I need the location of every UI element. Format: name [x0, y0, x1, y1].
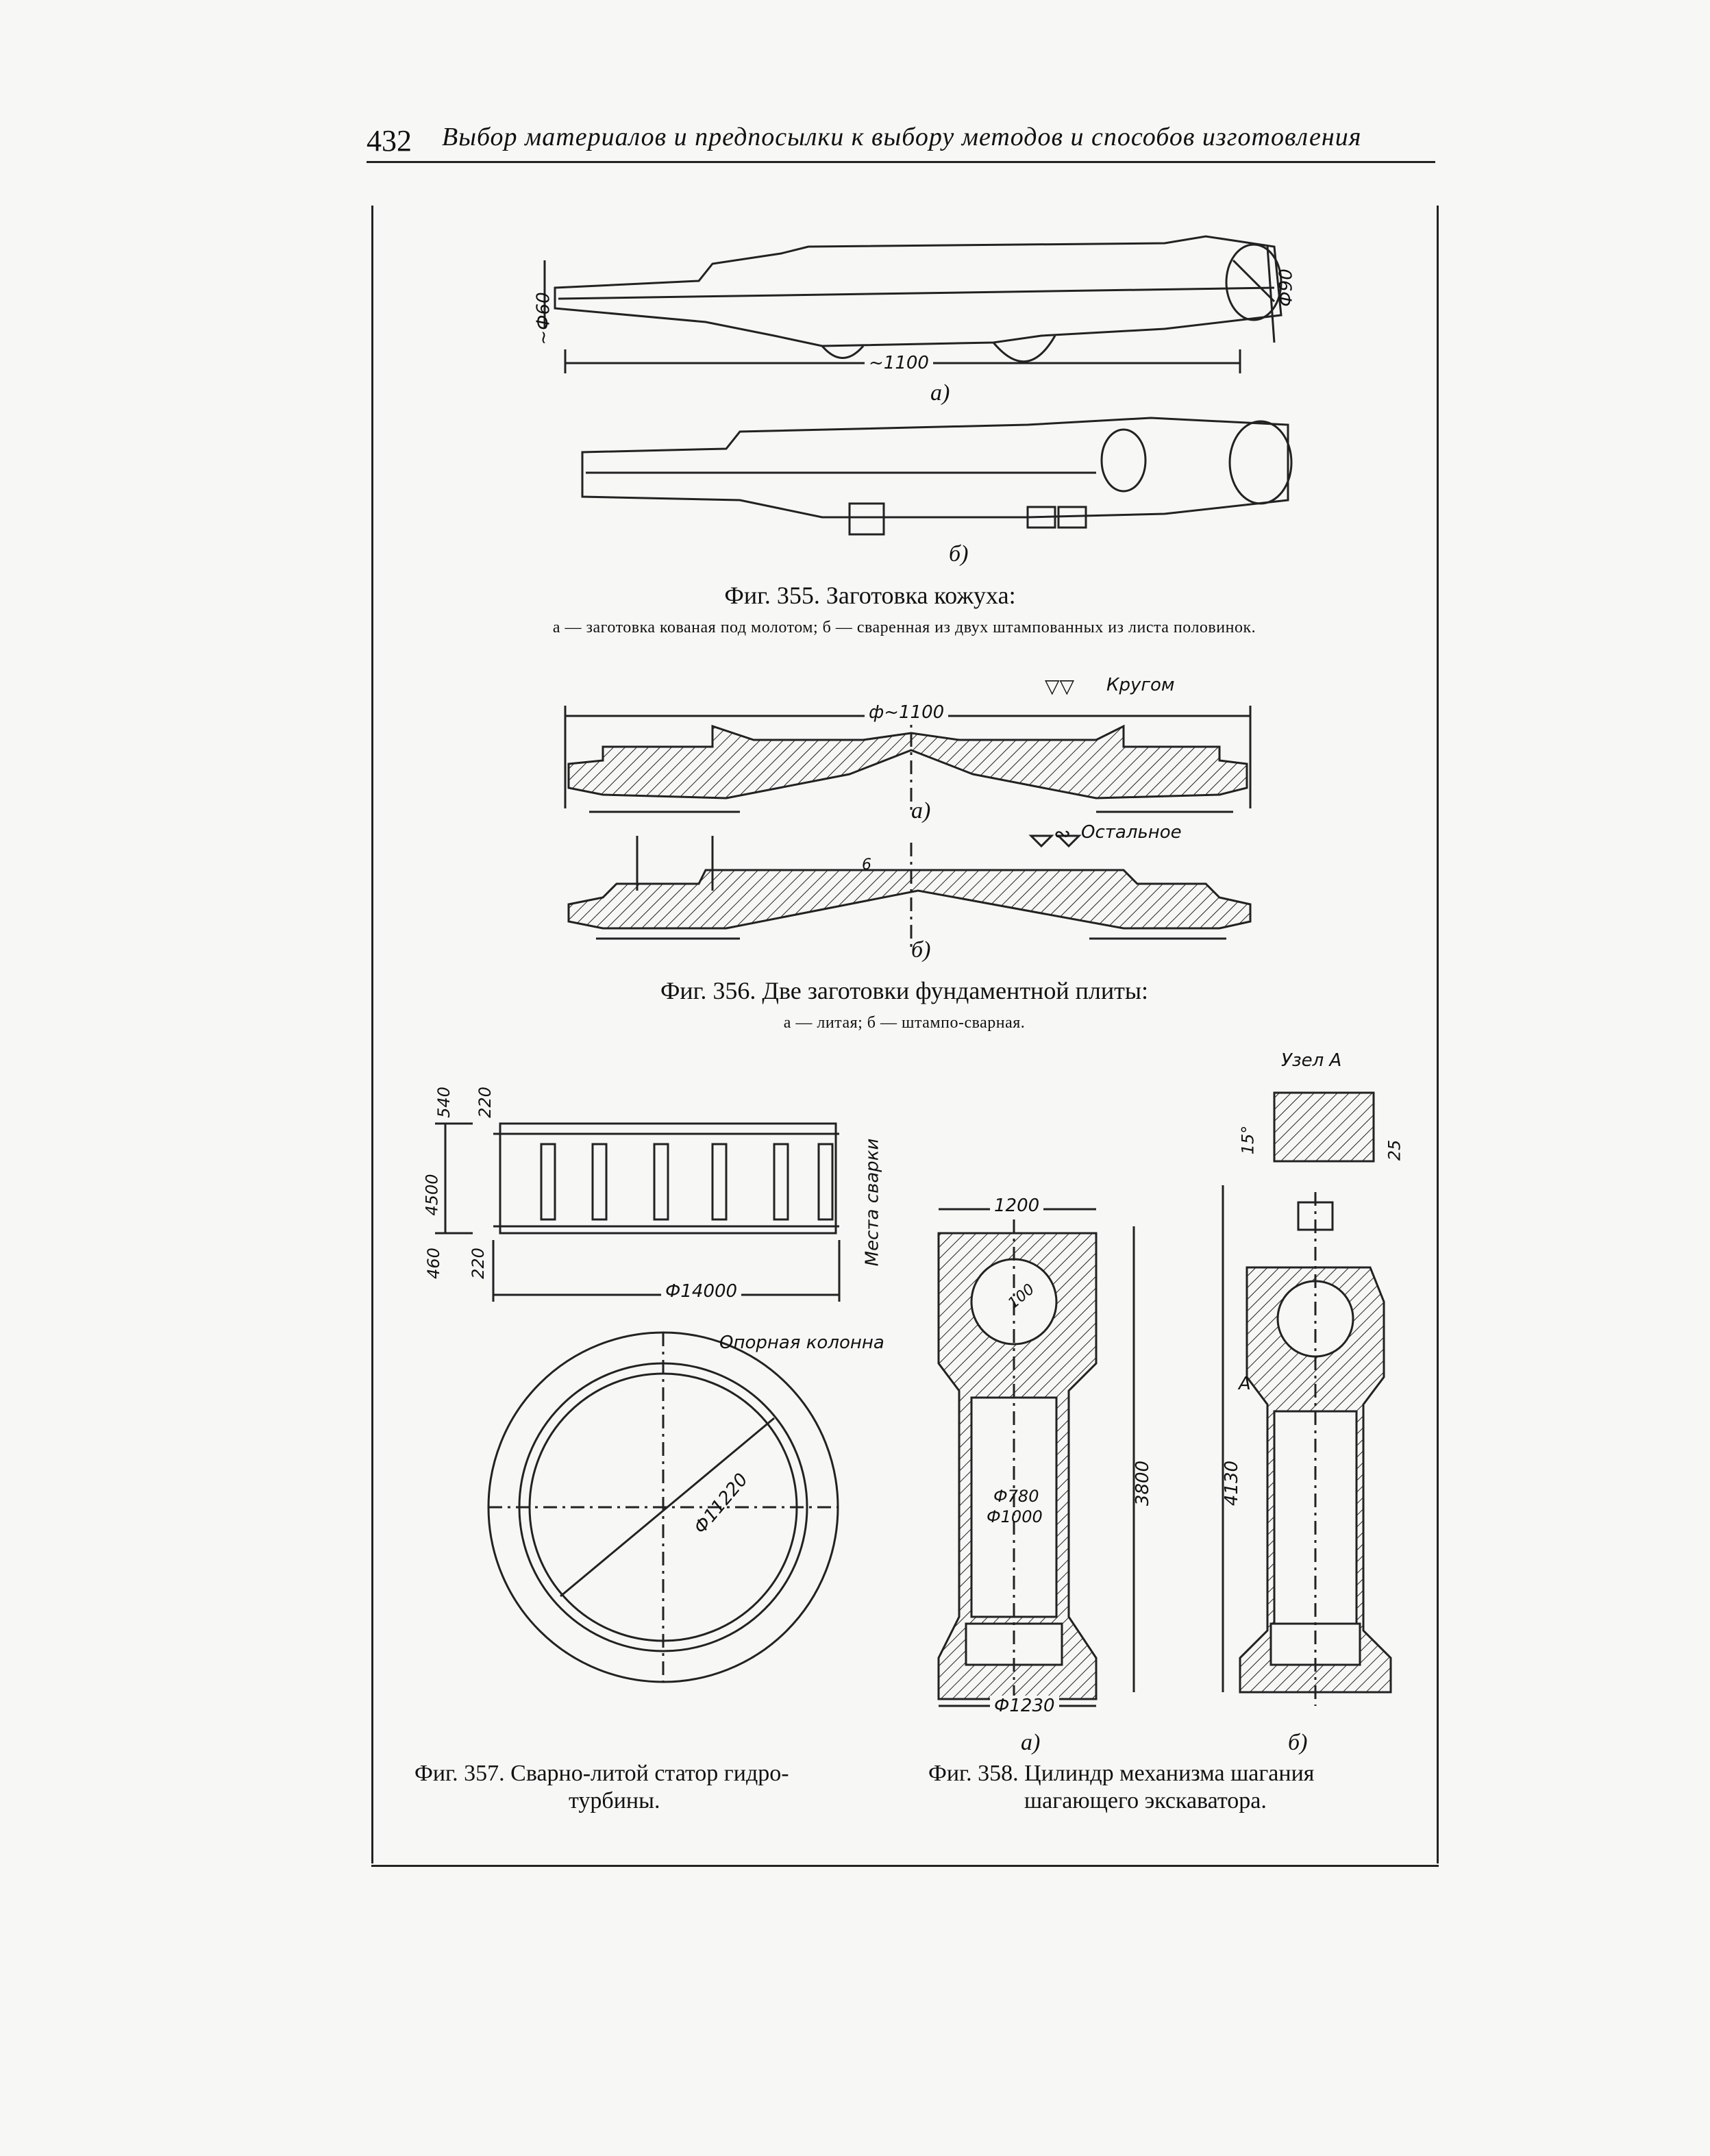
fig356-caption: Фиг. 356. Две заготовки фундаментной пли…	[660, 977, 1149, 1004]
figure-frame	[371, 206, 1439, 1863]
fig355-dim-right: Ф90	[1276, 269, 1297, 307]
frame-bottom-rule	[371, 1865, 1439, 1867]
fig358-a-drawing	[937, 1208, 1135, 1713]
fig356-dim-small: 6	[862, 856, 871, 873]
fig356-dim-length: ф~1100	[865, 702, 949, 723]
fig357-plan-view	[487, 1331, 839, 1683]
header-rule	[367, 161, 1435, 163]
fig356-b-drawing	[567, 834, 1252, 952]
fig357-dim-4500: 4500	[422, 1174, 442, 1216]
fig355-label-a: а)	[930, 380, 950, 406]
fig357-dim-460: 460	[423, 1248, 443, 1279]
fig356-a-drawing	[564, 706, 1252, 815]
fig356-label-b: б)	[911, 937, 931, 963]
fig358-node-label: Узел А	[1281, 1050, 1342, 1071]
running-title: Выбор материалов и предпосылки к выбору …	[442, 123, 1362, 151]
fig357-dim-540: 540	[434, 1087, 454, 1118]
fig355-dim-left: ~Ф60	[533, 292, 554, 345]
fig356-rest-note: Остальное	[1081, 822, 1182, 843]
fig358-label-a: а)	[1021, 1730, 1041, 1755]
fig358-b-drawing	[1222, 1091, 1392, 1706]
finish-mark-icon: ▽▽	[1045, 676, 1075, 697]
fig358-dim-1200: 1200	[990, 1195, 1044, 1216]
fig357-weld-note: Места сварки	[862, 1138, 883, 1267]
fig355-caption-sub: а — заготовка кованая под молотом; б — с…	[552, 619, 1256, 636]
fig355-caption: Фиг. 355. Заготовка кожуха:	[724, 582, 1016, 609]
fig358-caption-line1: Фиг. 358. Цилиндр механизма шагания	[928, 1761, 1315, 1786]
fig358-dim-1230: Ф1230	[990, 1696, 1059, 1716]
fig358-dim-1000: Ф1000	[987, 1507, 1043, 1526]
fig358-angle: 15°	[1238, 1125, 1258, 1155]
fig358-caption-line2: шагающего экскаватора.	[1024, 1788, 1267, 1813]
rough-mark-icon: ∾	[1054, 823, 1071, 845]
fig355-label-b: б)	[949, 541, 969, 567]
fig355-dim-length: ~1100	[865, 353, 933, 373]
fig358-point-a: А	[1239, 1374, 1251, 1394]
fig357-side-view	[435, 1122, 841, 1302]
fig356-finish-note: Кругом	[1106, 675, 1175, 695]
fig357-caption-line2: турбины.	[569, 1788, 660, 1813]
fig357-dim-diameter: Ф14000	[661, 1281, 742, 1302]
fig355-b-drawing	[581, 417, 1293, 536]
fig357-caption-line1: Фиг. 357. Сварно-литой статор гидро-	[414, 1761, 789, 1786]
fig358-dim-3800: 3800	[1132, 1460, 1154, 1507]
fig358-dim-780: Ф780	[993, 1487, 1039, 1506]
fig358-dim-25: 25	[1385, 1139, 1404, 1161]
fig358-dim-4130: 4130	[1222, 1460, 1243, 1507]
fig358-label-b: б)	[1288, 1730, 1308, 1755]
fig357-dim-220-bot: 220	[468, 1248, 488, 1279]
page-number: 432	[367, 124, 412, 158]
fig356-label-a: а)	[911, 798, 931, 823]
fig357-column-note: Опорная колонна	[719, 1333, 884, 1353]
fig357-dim-220-top: 220	[475, 1087, 495, 1118]
fig356-caption-sub: а — литая; б — штампо-сварная.	[783, 1014, 1026, 1032]
